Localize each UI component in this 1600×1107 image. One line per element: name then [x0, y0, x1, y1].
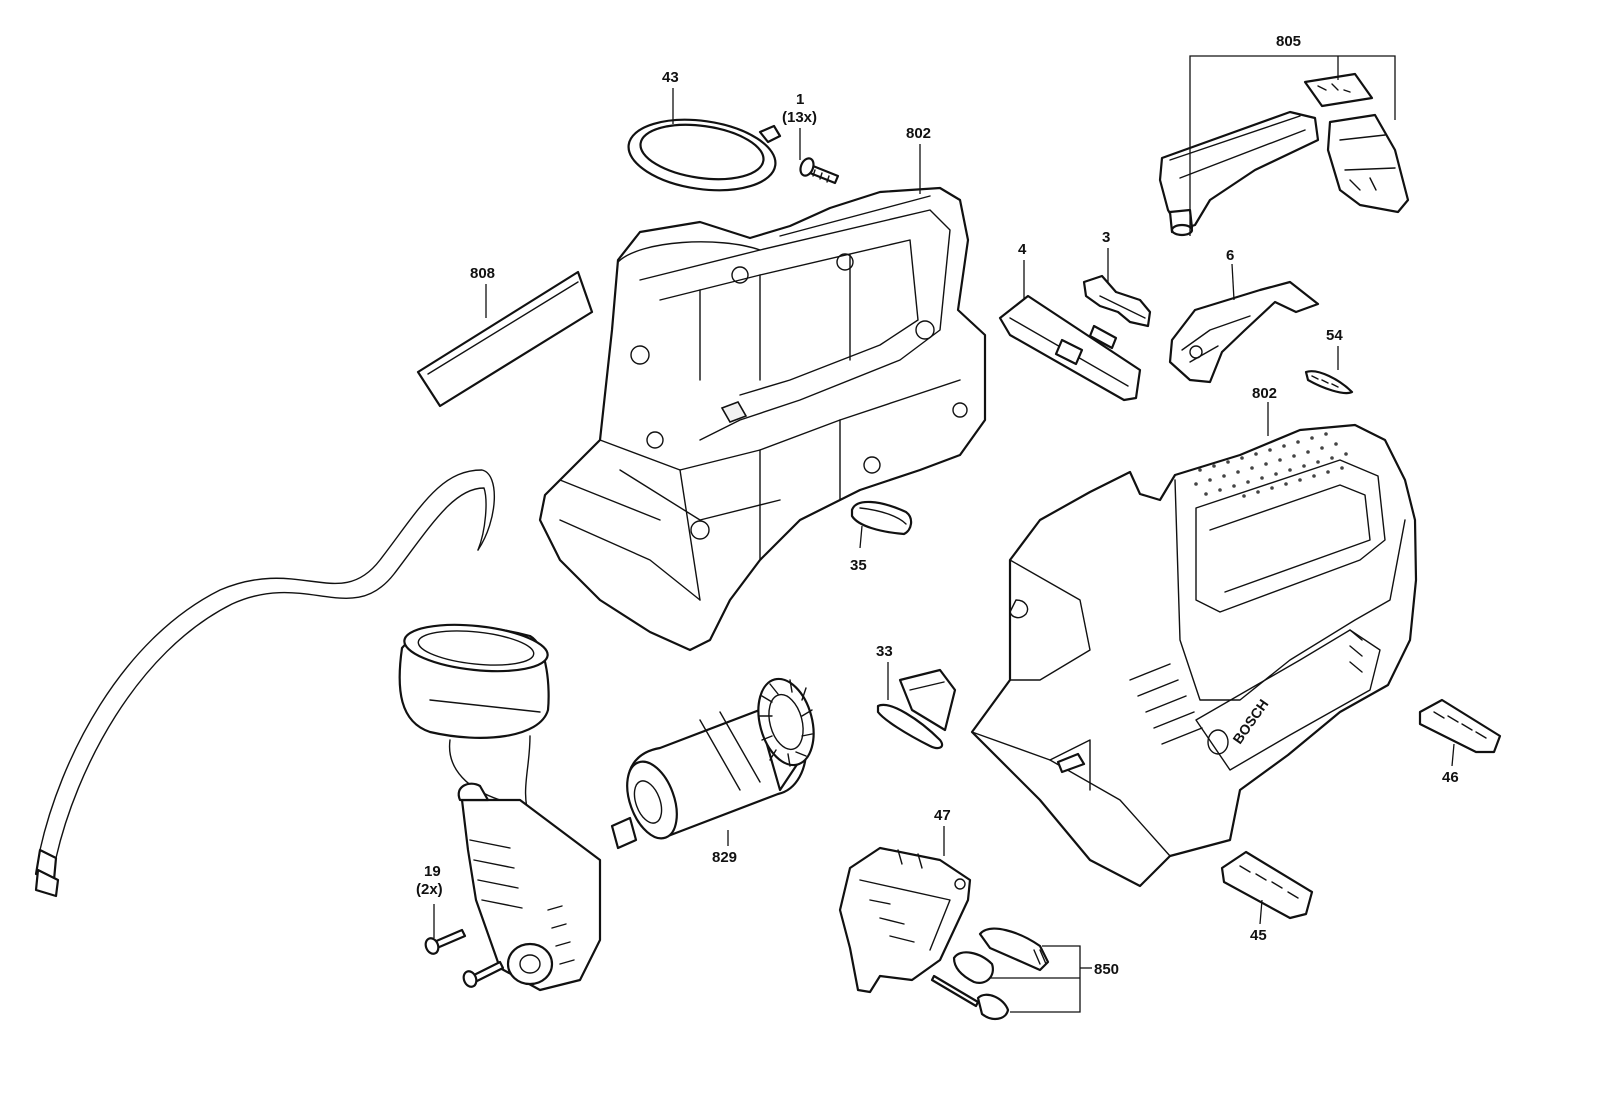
- callout-805: 805: [1276, 33, 1301, 50]
- part-45-grille: [1220, 850, 1314, 920]
- part-33-cap: [876, 668, 957, 750]
- callout-1-qty: (13x): [782, 109, 817, 126]
- callout-labels: 43 1 (13x) 802 808 35 805 4 3 6 54 802 3…: [416, 33, 1459, 978]
- part-4-slide-switch: [998, 294, 1142, 402]
- callout-54: 54: [1326, 327, 1343, 344]
- callout-45: 45: [1250, 927, 1267, 944]
- part-19-screws: [424, 928, 505, 988]
- part-54-clip: [1304, 370, 1354, 395]
- part-850-connector-set: [930, 927, 1050, 1020]
- callout-802-left: 802: [906, 125, 931, 142]
- part-829-motor: [610, 677, 815, 850]
- hose-cable: [34, 469, 496, 898]
- part-805-switch-assembly: [1158, 72, 1410, 237]
- callout-35: 35: [850, 557, 867, 574]
- part-47-bracket: [838, 846, 972, 994]
- callout-19: 19: [424, 863, 441, 880]
- motor-fan-wheel: [757, 677, 815, 767]
- part-802-housing-left: [538, 186, 987, 652]
- part-1-screw: [799, 157, 840, 185]
- callout-4: 4: [1018, 241, 1027, 258]
- pump-assembly: [398, 623, 602, 992]
- part-802-housing-right: BOSCH: [970, 423, 1418, 888]
- vent-dot-grid: [1194, 432, 1348, 498]
- callout-47: 47: [934, 807, 951, 824]
- callout-19-qty: (2x): [416, 881, 443, 898]
- part-43-seal-ring: [627, 118, 782, 192]
- part-46-grille: [1418, 698, 1502, 754]
- callout-43: 43: [662, 69, 679, 86]
- callout-829: 829: [712, 849, 737, 866]
- part-6-lever: [1168, 280, 1320, 384]
- callout-46: 46: [1442, 769, 1459, 786]
- part-808-label: [416, 270, 594, 408]
- callout-33: 33: [876, 643, 893, 660]
- part-3-pad: [1082, 274, 1152, 328]
- callout-850: 850: [1094, 961, 1119, 978]
- callout-808: 808: [470, 265, 495, 282]
- leader-lines: [433, 55, 1455, 1013]
- part-35-cap: [850, 500, 913, 536]
- callout-1: 1: [796, 91, 804, 108]
- callout-3: 3: [1102, 229, 1110, 246]
- callout-802-right: 802: [1252, 385, 1277, 402]
- callout-6: 6: [1226, 247, 1234, 264]
